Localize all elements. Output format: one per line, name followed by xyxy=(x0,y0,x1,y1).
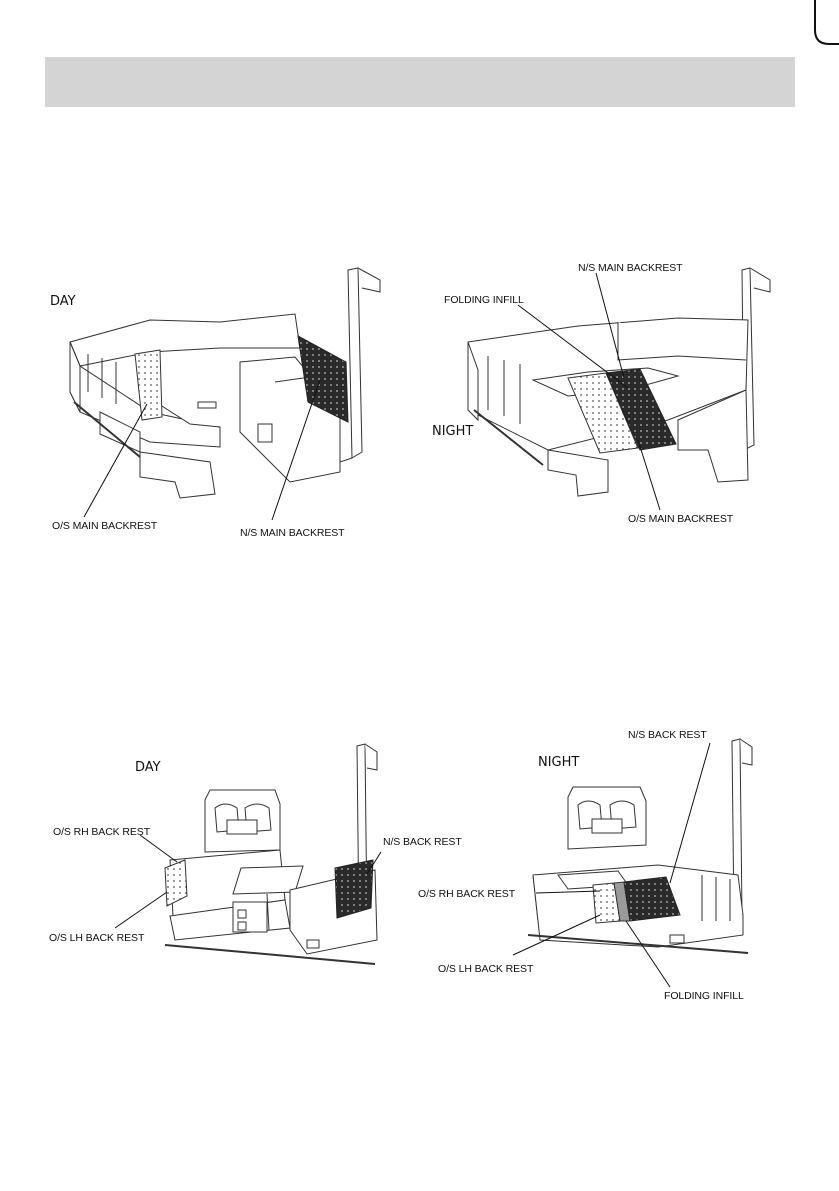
ns-back-rest-label: N/S BACK REST xyxy=(628,729,707,741)
os-main-backrest-label: O/S MAIN BACKREST xyxy=(628,513,733,525)
os-rh-back-rest-label: O/S RH BACK REST xyxy=(418,888,515,900)
os-main-backrest-label: O/S MAIN BACKREST xyxy=(52,520,157,532)
dining-night-figure: NIGHT N/S MAIN BACKREST FOLDING INFILL O… xyxy=(428,260,788,535)
mode-label-night: NIGHT xyxy=(538,755,579,770)
mode-label-day: DAY xyxy=(135,760,161,775)
os-lh-back-rest-label: O/S LH BACK REST xyxy=(438,963,533,975)
ns-back-rest-marker xyxy=(335,860,373,918)
page-corner-mark xyxy=(813,0,839,50)
lounge-night-figure: NIGHT N/S BACK REST O/S RH BACK REST O/S… xyxy=(418,725,788,1005)
dining-day-illustration xyxy=(40,262,400,552)
folding-infill-label: FOLDING INFILL xyxy=(444,294,524,306)
lounge-day-illustration xyxy=(45,740,415,990)
mode-label-night: NIGHT xyxy=(432,424,473,439)
dining-day-figure: DAY O/S MAIN BACKREST N/S MAIN BACKREST xyxy=(40,262,400,552)
os-lh-back-rest-label: O/S LH BACK REST xyxy=(49,932,144,944)
ns-main-backrest-label: N/S MAIN BACKREST xyxy=(240,527,345,539)
os-rh-back-rest-label: O/S RH BACK REST xyxy=(53,826,150,838)
folding-infill-label: FOLDING INFILL xyxy=(664,990,744,1002)
mode-label-day: DAY xyxy=(50,294,76,309)
section-header-band xyxy=(45,57,795,107)
ns-main-backrest-label: N/S MAIN BACKREST xyxy=(578,262,683,274)
lounge-day-figure: DAY O/S RH BACK REST O/S LH BACK REST N/… xyxy=(45,740,415,990)
